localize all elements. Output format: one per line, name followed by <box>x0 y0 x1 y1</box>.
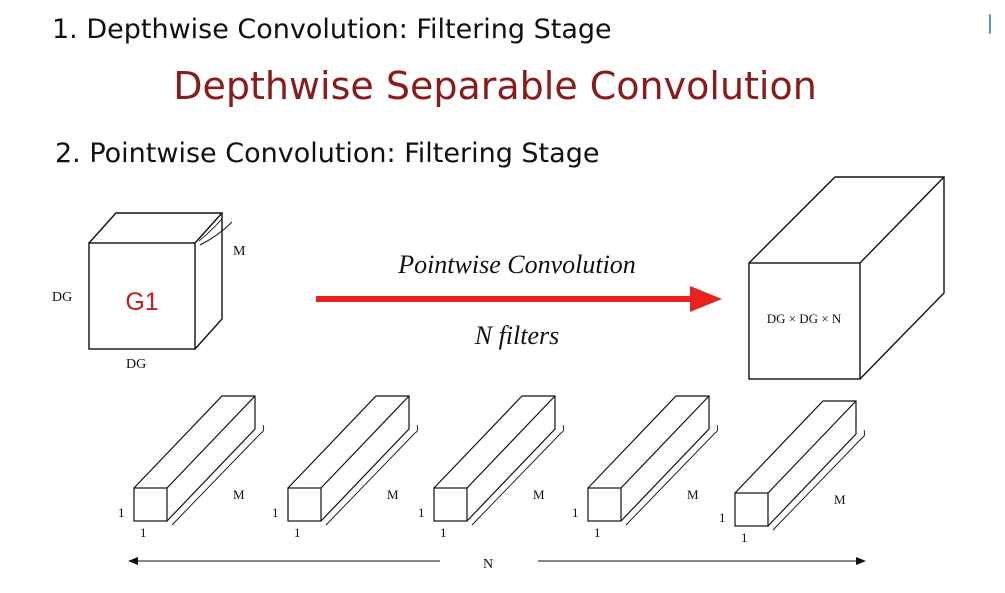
slide-title: Depthwise Separable Convolution <box>173 64 817 108</box>
pointwise-arrow <box>316 286 722 312</box>
filter-width-label: 1 <box>140 525 147 540</box>
filter-bar: 11 M <box>418 395 565 540</box>
arrow-bottom-label: N filters <box>474 321 560 350</box>
filter-depth-label: M <box>834 492 846 507</box>
output-size-label: DG × DG × N <box>767 311 842 326</box>
slide-heading-1: 1. Depthwise Convolution: Filtering Stag… <box>52 14 612 45</box>
input-cube-label: G1 <box>125 288 158 316</box>
input-width-label: DG <box>126 357 146 372</box>
filter-width-label: 1 <box>741 530 748 545</box>
filter-width-label: 1 <box>440 525 447 540</box>
filter-depth-label: M <box>233 487 245 502</box>
filter-depth-label: M <box>687 487 699 502</box>
filter-height-label: 1 <box>418 505 425 520</box>
filter-height-label: 1 <box>719 510 726 525</box>
output-cube <box>748 176 945 380</box>
filter-height-label: 1 <box>118 505 125 520</box>
filter-bar: 11 M <box>572 395 719 540</box>
count-label: N <box>483 557 493 572</box>
input-depth-label: M <box>233 244 246 259</box>
filter-bar: 11 M <box>272 395 419 540</box>
slide-heading-2: 2. Pointwise Convolution: Filtering Stag… <box>55 138 600 169</box>
filter-height-label: 1 <box>272 505 279 520</box>
filter-bar: 11 M <box>118 395 265 540</box>
input-height-label: DG <box>52 290 72 305</box>
filter-depth-label: M <box>533 487 545 502</box>
filter-height-label: 1 <box>572 505 579 520</box>
filter-bar: 11 M <box>719 400 866 545</box>
arrow-top-label: Pointwise Convolution <box>397 250 636 279</box>
filter-depth-label: M <box>387 487 399 502</box>
count-axis <box>128 557 866 565</box>
slide-edge-marker <box>983 14 991 34</box>
filter-width-label: 1 <box>594 525 601 540</box>
filter-width-label: 1 <box>294 525 301 540</box>
input-cube <box>88 212 233 350</box>
